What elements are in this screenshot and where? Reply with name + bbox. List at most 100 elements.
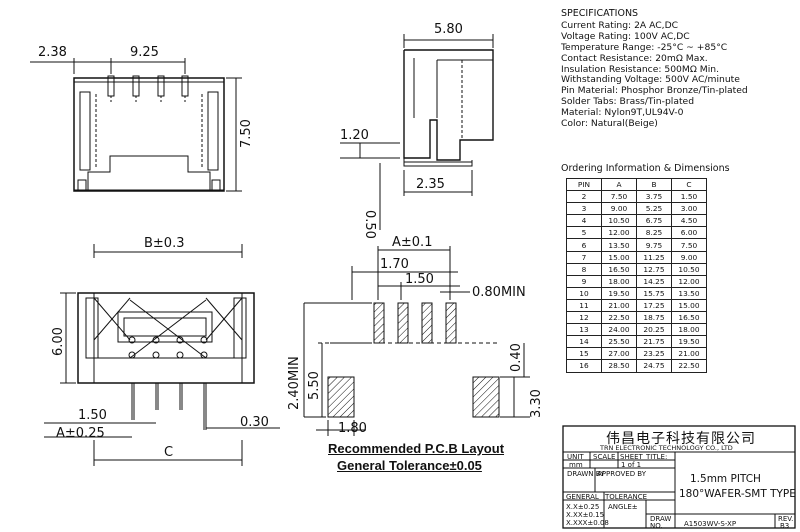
draw-no-label: NO.	[650, 522, 663, 530]
ordering-cell: 27.00	[601, 347, 637, 361]
ordering-cell: 4	[566, 214, 602, 228]
tolerance-line-2: X.XX±0.15	[566, 511, 605, 519]
ordering-cell: 5	[566, 226, 602, 240]
ordering-cell: 9.00	[601, 202, 637, 216]
ordering-cell: 13	[566, 323, 602, 337]
ordering-cell: 18.00	[671, 323, 707, 337]
sheet-value: 1 of 1	[621, 461, 642, 469]
approved-by-label: APPROVED BY	[597, 470, 647, 478]
ordering-cell: 16.50	[601, 262, 637, 276]
header-cell: C	[671, 177, 707, 192]
dim-front-pin: 0.30	[240, 415, 269, 430]
rev-label: REV.	[778, 515, 794, 523]
ordering-cell: 12.75	[636, 262, 672, 276]
title-line-1: 1.5mm PITCH	[690, 473, 761, 485]
title-block	[562, 425, 796, 529]
ordering-cell: 8	[566, 262, 602, 276]
ordering-cell: 1.50	[671, 190, 707, 204]
drawn-by-label: DRAWN BY	[567, 470, 605, 478]
ordering-cell: 6.75	[636, 214, 672, 228]
ordering-header-row: PIN A B C	[566, 177, 707, 192]
ordering-cell: 15.00	[671, 298, 707, 313]
ordering-cell: 9	[566, 274, 602, 288]
ordering-cell: 4.50	[671, 214, 707, 228]
ordering-cell: 14	[566, 335, 602, 349]
ordering-cell: 11.25	[636, 250, 672, 264]
dim-front-height: 6.00	[51, 327, 66, 356]
ordering-cell: 10.50	[601, 214, 637, 228]
header-cell: B	[636, 177, 672, 192]
pcb-layout	[303, 246, 530, 436]
ordering-cell: 9.00	[671, 250, 707, 264]
dim-front-c: C	[164, 445, 173, 460]
header-cell: A	[601, 177, 637, 192]
dim-front-a: A±0.25	[56, 426, 105, 441]
ordering-title: Ordering Information & Dimensions	[561, 163, 730, 174]
ordering-cell: 13.50	[601, 238, 637, 252]
top-view	[30, 58, 242, 192]
ordering-cell: 16	[566, 359, 602, 373]
spec-line: Contact Resistance: 20mΩ Max.	[561, 52, 708, 64]
recommended-pcb-note: Recommended P.C.B Layout	[328, 441, 505, 456]
ordering-cell: 25.50	[601, 335, 637, 349]
dim-pcb-min: 2.40MIN	[287, 356, 302, 410]
ordering-cell: 3	[566, 202, 602, 216]
ordering-cell: 19.50	[601, 286, 637, 300]
ordering-cell: 10	[566, 286, 602, 300]
ordering-cell: 21.00	[601, 298, 637, 313]
tolerance-line-1: X.X±0.25	[566, 503, 600, 511]
ordering-cell: 6.00	[671, 226, 707, 240]
drawing-number: A1503WV-S-XP	[684, 520, 737, 528]
ordering-cell: 18.75	[636, 311, 672, 325]
ordering-cell: 7.50	[601, 190, 637, 204]
dim-pcb-tab: 3.30	[529, 389, 544, 418]
specifications-heading: SPECIFICATIONS	[561, 8, 639, 19]
title-line-2: 180°WAFER-SMT TYPE	[679, 488, 796, 500]
spec-line: Voltage Rating: 100V AC,DC	[561, 30, 690, 42]
ordering-cell: 24.75	[636, 359, 672, 373]
ordering-cell: 19.50	[671, 335, 707, 349]
ordering-cell: 21.00	[671, 347, 707, 361]
dim-side-tab: 1.20	[340, 128, 369, 143]
ordering-cell: 13.50	[671, 286, 707, 300]
ordering-cell: 12	[566, 311, 602, 325]
ordering-cell: 28.50	[601, 359, 637, 373]
spec-line: Material: Nylon9T,UL94V-0	[561, 107, 684, 119]
ordering-cell: 17.25	[636, 298, 672, 313]
ordering-cell: 16.50	[671, 311, 707, 325]
ordering-cell: 23.25	[636, 347, 672, 361]
ordering-cell: 21.75	[636, 335, 672, 349]
ordering-cell: 12.00	[671, 274, 707, 288]
specifications-block: SPECIFICATIONS Current Rating: 2A AC,DC …	[561, 8, 748, 130]
dim-pcb-h: 5.50	[307, 371, 322, 400]
dim-side-width: 5.80	[434, 22, 463, 37]
ordering-cell: 15.00	[601, 250, 637, 264]
spec-line: Pin Material: Phosphor Bronze/Tin-plated	[561, 85, 748, 97]
side-view	[340, 34, 494, 230]
ordering-cell: 6	[566, 238, 602, 252]
ordering-cell: 12.00	[601, 226, 637, 240]
ordering-cell: 5.25	[636, 202, 672, 216]
company-name-en: TRN ELECTRONIC TECHNOLOGY CO., LTD	[600, 444, 733, 452]
spec-line: Current Rating: 2A AC,DC	[561, 19, 679, 31]
ordering-cell: 11	[566, 298, 602, 313]
dim-top-left: 2.38	[38, 45, 67, 60]
ordering-cell: 9.75	[636, 238, 672, 252]
title-label: TITLE:	[646, 453, 668, 461]
dim-pcb-d1: 1.70	[380, 257, 409, 272]
dim-front-width: B±0.3	[144, 236, 185, 251]
